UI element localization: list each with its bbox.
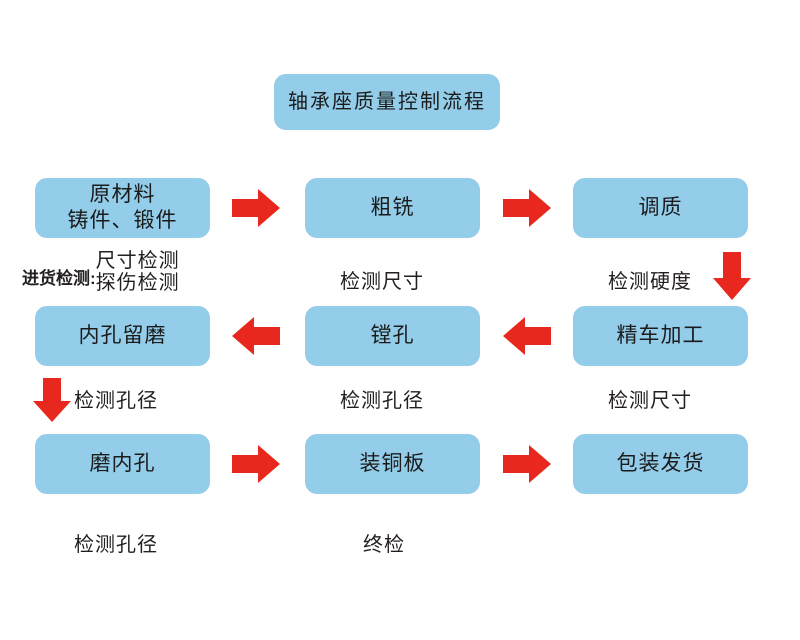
process-node-packing-shipping[interactable]: 包装发货 [573,434,748,494]
process-node-label: 包装发货 [616,452,705,476]
arrow-rough-mill-to-quench-temper-icon [503,189,551,227]
caption-detect-bore-diameter-boring: 检测孔径 [340,390,424,412]
caption-detect-dimension-finish-turning: 检测尺寸 [608,390,692,412]
process-node-quenching-tempering[interactable]: 调质 [573,178,748,238]
arrow-raw-to-rough-mill-icon [232,189,280,227]
process-node-install-copper-plate[interactable]: 装铜板 [305,434,480,494]
process-node-label: 内孔留磨 [78,324,167,348]
process-node-label: 装铜板 [359,452,426,476]
diagram-title-box: 轴承座质量控制流程 [274,74,500,130]
process-node-finish-turning[interactable]: 精车加工 [573,306,748,366]
process-node-label: 原材料 铸件、锻件 [67,183,178,232]
caption-detect-bore-diameter-reserve: 检测孔径 [74,390,158,412]
process-node-label: 调质 [638,196,683,220]
caption-line: 探伤检测 [95,272,180,295]
caption-prefix: 进货检测: [22,268,96,288]
caption-line: 尺寸检测 [95,250,180,272]
process-node-label: 精车加工 [616,324,705,348]
caption-detect-bore-diameter-grinding: 检测孔径 [74,534,158,556]
process-node-boring[interactable]: 镗孔 [305,306,480,366]
caption-detect-dimension-rough-mill: 检测尺寸 [340,271,424,293]
process-node-raw-material[interactable]: 原材料 铸件、锻件 [35,178,210,238]
process-node-label: 粗铣 [370,196,415,220]
caption-incoming-inspection: 进货检测: 尺寸检测 探伤检测 [22,250,180,295]
process-node-bore-reserve-grinding[interactable]: 内孔留磨 [35,306,210,366]
arrow-bore-reserve-grind-to-grind-bore-icon [33,378,71,422]
process-node-grinding-bore[interactable]: 磨内孔 [35,434,210,494]
arrow-finish-turning-to-boring-icon [503,317,551,355]
arrow-grind-bore-to-copper-plate-icon [232,445,280,483]
caption-final-inspection: 终检 [363,534,405,556]
caption-detect-hardness: 检测硬度 [608,271,692,293]
arrow-boring-to-bore-reserve-grind-icon [232,317,280,355]
arrow-quench-temper-to-finish-turning-icon [713,252,751,300]
process-node-label: 镗孔 [370,324,415,348]
process-node-rough-milling[interactable]: 粗铣 [305,178,480,238]
arrow-copper-plate-to-packing-shipping-icon [503,445,551,483]
diagram-title-text: 轴承座质量控制流程 [288,90,486,113]
process-node-label: 磨内孔 [89,452,156,476]
